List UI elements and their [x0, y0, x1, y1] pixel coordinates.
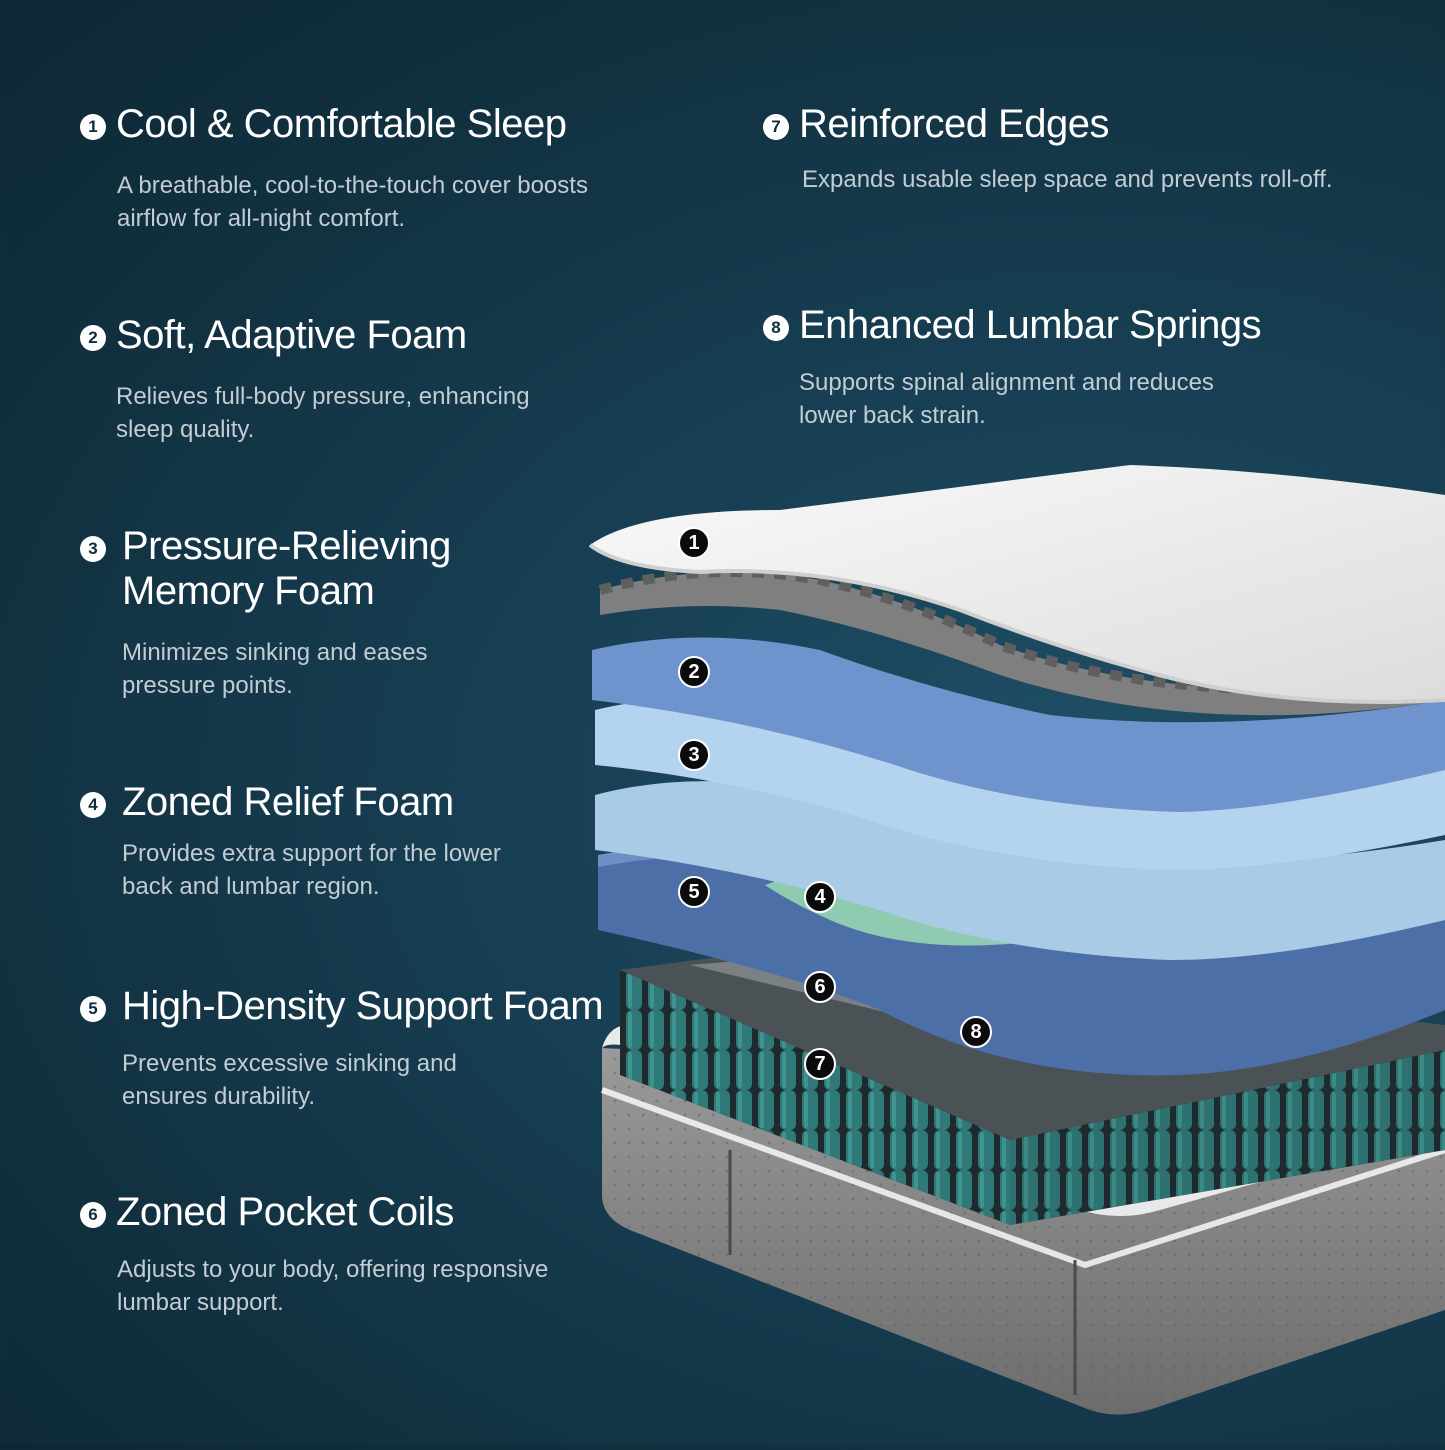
feature-title: Pressure-Relieving Memory Foam — [122, 524, 451, 613]
feature-8: 8 Enhanced Lumbar Springs Supports spina… — [763, 303, 1363, 432]
layer-marker-7: 7 — [804, 1048, 836, 1080]
feature-3: 3 Pressure-Relieving Memory Foam Minimiz… — [80, 524, 500, 702]
feature-description: Provides extra support for the lower bac… — [122, 840, 501, 900]
layer-marker-5: 5 — [678, 876, 710, 908]
feature-title: Enhanced Lumbar Springs — [799, 303, 1262, 347]
feature-description: A breathable, cool-to-the-touch cover bo… — [117, 172, 588, 232]
feature-title: Zoned Relief Foam — [122, 780, 454, 824]
feature-number-badge: 2 — [80, 325, 106, 351]
feature-number-badge: 7 — [763, 114, 789, 140]
feature-description: Supports spinal alignment and reduces lo… — [799, 369, 1214, 429]
feature-number-badge: 4 — [80, 792, 106, 818]
feature-7: 7 Reinforced Edges Expands usable sleep … — [763, 102, 1403, 196]
feature-title: Soft, Adaptive Foam — [116, 313, 467, 357]
layer-marker-6: 6 — [804, 971, 836, 1003]
feature-number-badge: 8 — [763, 315, 789, 341]
feature-description: Expands usable sleep space and prevents … — [802, 166, 1333, 193]
mattress-layers-illustration: 1 2 3 4 5 6 7 8 — [580, 450, 1445, 1445]
quilted-cover-layer — [588, 465, 1445, 704]
feature-1: 1 Cool & Comfortable Sleep A breathable,… — [80, 102, 640, 235]
layer-marker-3: 3 — [678, 739, 710, 771]
feature-4: 4 Zoned Relief Foam Provides extra suppo… — [80, 780, 560, 903]
feature-description: Prevents excessive sinking and ensures d… — [122, 1050, 457, 1110]
feature-title: Reinforced Edges — [799, 102, 1109, 146]
layer-marker-2: 2 — [678, 656, 710, 688]
adaptive-foam-layer — [592, 637, 1445, 812]
feature-number-badge: 1 — [80, 114, 106, 140]
feature-title: High-Density Support Foam — [122, 984, 604, 1028]
layer-marker-1: 1 — [678, 527, 710, 559]
feature-title: Cool & Comfortable Sleep — [116, 102, 567, 146]
feature-description: Adjusts to your body, offering responsiv… — [117, 1256, 549, 1316]
feature-2: 2 Soft, Adaptive Foam Relieves full-body… — [80, 313, 600, 446]
feature-5: 5 High-Density Support Foam Prevents exc… — [80, 984, 620, 1113]
feature-number-badge: 3 — [80, 536, 106, 562]
feature-number-badge: 5 — [80, 996, 106, 1022]
feature-6: 6 Zoned Pocket Coils Adjusts to your bod… — [80, 1190, 600, 1319]
feature-number-badge: 6 — [80, 1202, 106, 1228]
feature-description: Relieves full-body pressure, enhancing s… — [116, 383, 530, 443]
layer-marker-4: 4 — [804, 881, 836, 913]
mattress-layers-graphic — [588, 465, 1445, 1415]
feature-title: Zoned Pocket Coils — [116, 1190, 454, 1234]
feature-description: Minimizes sinking and eases pressure poi… — [122, 639, 428, 699]
layer-marker-8: 8 — [960, 1016, 992, 1048]
